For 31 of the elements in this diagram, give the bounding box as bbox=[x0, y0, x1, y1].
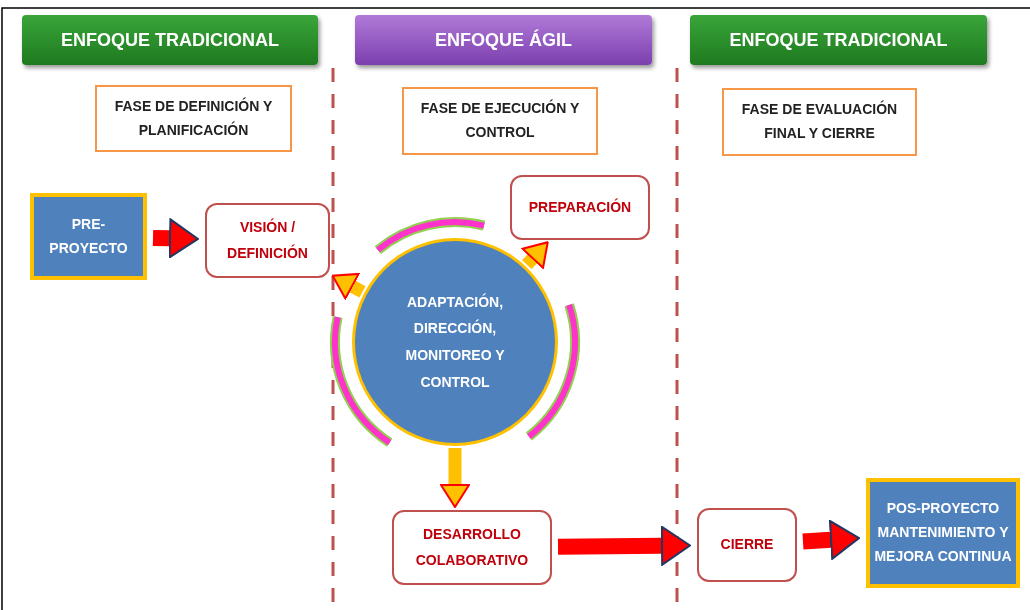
node-label: ADAPTACIÓN, DIRECCIÓN, MONITOREO Y CONTROL bbox=[404, 292, 506, 392]
node-label: VISIÓN / DEFINICIÓN bbox=[226, 217, 309, 263]
phase-box bbox=[722, 88, 917, 156]
phase-box bbox=[402, 87, 598, 155]
node-label: CIERRE bbox=[720, 535, 774, 555]
node-label: ENFOQUE TRADICIONAL bbox=[61, 29, 279, 51]
node-label: PREPARACIÓN bbox=[528, 197, 632, 217]
header-banner bbox=[690, 15, 987, 65]
process-box bbox=[392, 510, 552, 585]
block-arrow bbox=[802, 519, 860, 560]
process-box bbox=[866, 478, 1020, 588]
node-label: FASE DE EJECUCIÓN Y CONTROL bbox=[419, 98, 581, 142]
block-arrow bbox=[521, 241, 549, 270]
phase-box bbox=[95, 85, 292, 152]
block-arrow bbox=[557, 525, 691, 566]
node-label: PRE-PROYECTO bbox=[48, 214, 129, 258]
node-label: ENFOQUE TRADICIONAL bbox=[729, 29, 948, 51]
process-box bbox=[697, 508, 797, 582]
header-banner bbox=[22, 15, 318, 65]
block-arrow bbox=[152, 218, 199, 259]
process-box bbox=[510, 175, 650, 240]
node-label: DESARROLLO COLABORATIVO bbox=[414, 525, 530, 570]
block-arrow bbox=[440, 448, 470, 508]
node-label: POS-PROYECTO MANTENIMIENTO Y MEJORA CONTINUA bbox=[874, 499, 1012, 566]
header-banner bbox=[355, 15, 652, 65]
process-box bbox=[30, 193, 147, 280]
node-label: FASE DE DEFINICIÓN Y PLANIFICACIÓN bbox=[113, 96, 274, 140]
node-label: ENFOQUE ÁGIL bbox=[435, 29, 572, 51]
process-box bbox=[205, 203, 330, 278]
node-label: FASE DE EVALUACIÓN FINAL Y CIERRE bbox=[740, 99, 899, 143]
block-arrow bbox=[331, 272, 366, 300]
